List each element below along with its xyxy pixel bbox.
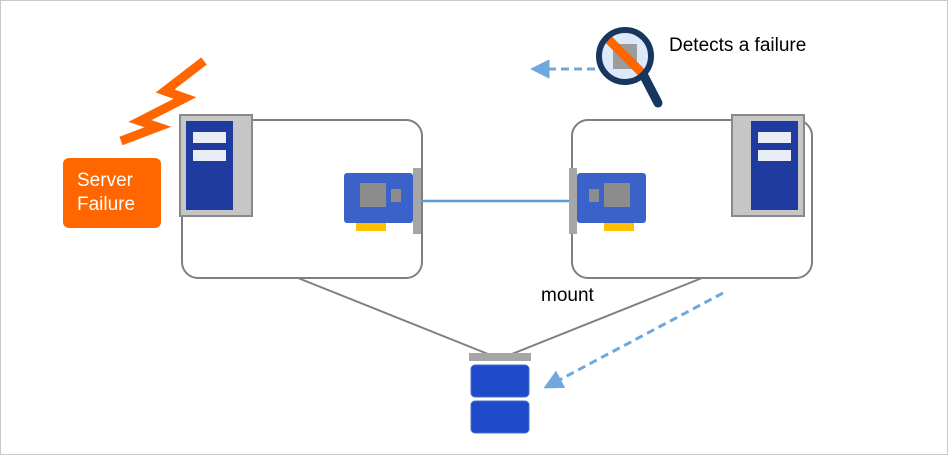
nic-connector <box>604 223 634 231</box>
nic-chip <box>391 189 401 202</box>
magnifier-handle <box>639 71 663 108</box>
server-slot <box>758 150 791 161</box>
nic-bracket <box>569 168 577 234</box>
storage-cap <box>469 353 531 361</box>
left-nic-icon <box>344 168 421 234</box>
right-server-icon <box>731 114 805 217</box>
server-failure-badge: Server Failure <box>63 158 161 228</box>
right-storage-line <box>506 277 703 357</box>
nic-chip <box>589 189 599 202</box>
nic-connector <box>356 223 386 231</box>
detects-failure-label: Detects a failure <box>669 35 807 56</box>
server-slot <box>193 150 226 161</box>
magnifier-ring <box>596 27 654 85</box>
server-failure-line1: Server <box>77 170 133 192</box>
mount-storage-arrow <box>543 291 724 389</box>
prohibition-slash <box>604 35 646 77</box>
mount-label: mount <box>541 285 594 306</box>
server-slot <box>758 132 791 143</box>
nic-bracket <box>413 168 421 234</box>
server-failure-line2: Failure <box>77 194 136 215</box>
server-slot <box>193 132 226 143</box>
left-server-icon <box>179 114 253 217</box>
failure-burst-icon <box>119 57 207 146</box>
shared-storage-icon <box>469 353 531 434</box>
nic-chip <box>604 183 630 207</box>
right-nic-icon <box>569 168 646 234</box>
disk-unit <box>470 364 530 398</box>
nic-chip <box>360 183 386 207</box>
failure-detect-magnifier-icon <box>596 27 663 108</box>
left-storage-line <box>297 277 494 357</box>
disk-unit <box>470 400 530 434</box>
